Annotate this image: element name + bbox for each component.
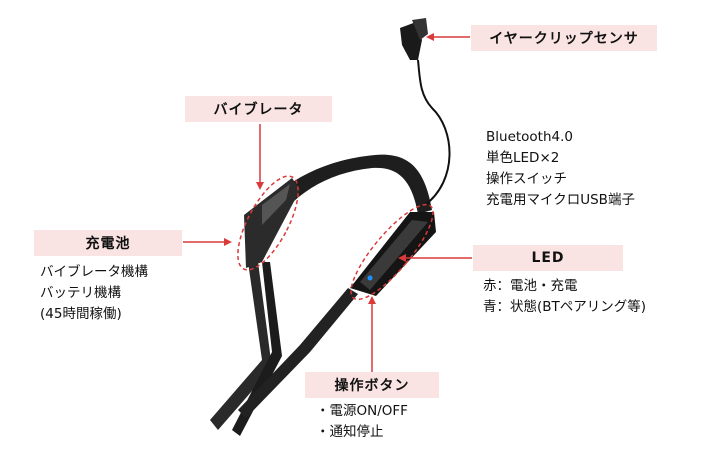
spec-item: 充電用マイクロUSB端子 — [486, 192, 635, 208]
left-strap-inner — [232, 262, 282, 436]
battery-note: (45時間稼働) — [40, 306, 122, 322]
pointer-button — [368, 296, 376, 372]
lower-strap — [238, 288, 358, 418]
led-note: 赤：電池・充電 — [483, 278, 578, 294]
button-notes: ・電源ON/OFF ・通知停止 — [316, 401, 408, 443]
ear-clip-cable — [417, 59, 451, 206]
battery-note: バッテリ機構 — [40, 285, 121, 301]
left-strap — [210, 262, 272, 430]
led-note: 青：状態(BTペアリング等) — [483, 299, 647, 315]
button-note: ・電源ON/OFF — [316, 403, 408, 419]
battery-notes: バイブレータ機構 バッテリ機構 (45時間稼働) — [40, 262, 148, 325]
spec-item: 単色LED×2 — [486, 150, 560, 166]
label-battery: 充電池 — [34, 230, 182, 256]
led-notes: 赤：電池・充電 青：状態(BTペアリング等) — [483, 276, 646, 318]
vibrator-pod — [244, 178, 300, 268]
ear-clip — [400, 22, 422, 60]
pointer-vibrator — [256, 124, 264, 190]
led-indicator — [367, 275, 373, 281]
label-ear-clip-sensor: イヤークリップセンサ — [471, 25, 657, 51]
spec-item: 操作スイッチ — [486, 171, 567, 187]
vibrator-highlight-ring — [237, 175, 299, 271]
control-highlight-ring — [350, 203, 434, 301]
control-unit-face — [360, 220, 428, 290]
label-vibrator: バイブレータ — [185, 96, 332, 122]
label-operation-button: 操作ボタン — [305, 372, 439, 398]
pointer-battery — [183, 238, 232, 246]
label-led: LED — [473, 245, 623, 271]
ear-clip-jaw — [412, 18, 428, 40]
pointer-ear-clip — [426, 33, 470, 41]
vibrator-highlight — [262, 184, 290, 225]
button-note: ・通知停止 — [316, 424, 384, 440]
spec-item: Bluetooth4.0 — [486, 129, 574, 145]
pointer-led — [398, 254, 472, 262]
battery-note: バイブレータ機構 — [40, 264, 148, 280]
spec-list: Bluetooth4.0 単色LED×2 操作スイッチ 充電用マイクロUSB端子 — [486, 127, 635, 211]
